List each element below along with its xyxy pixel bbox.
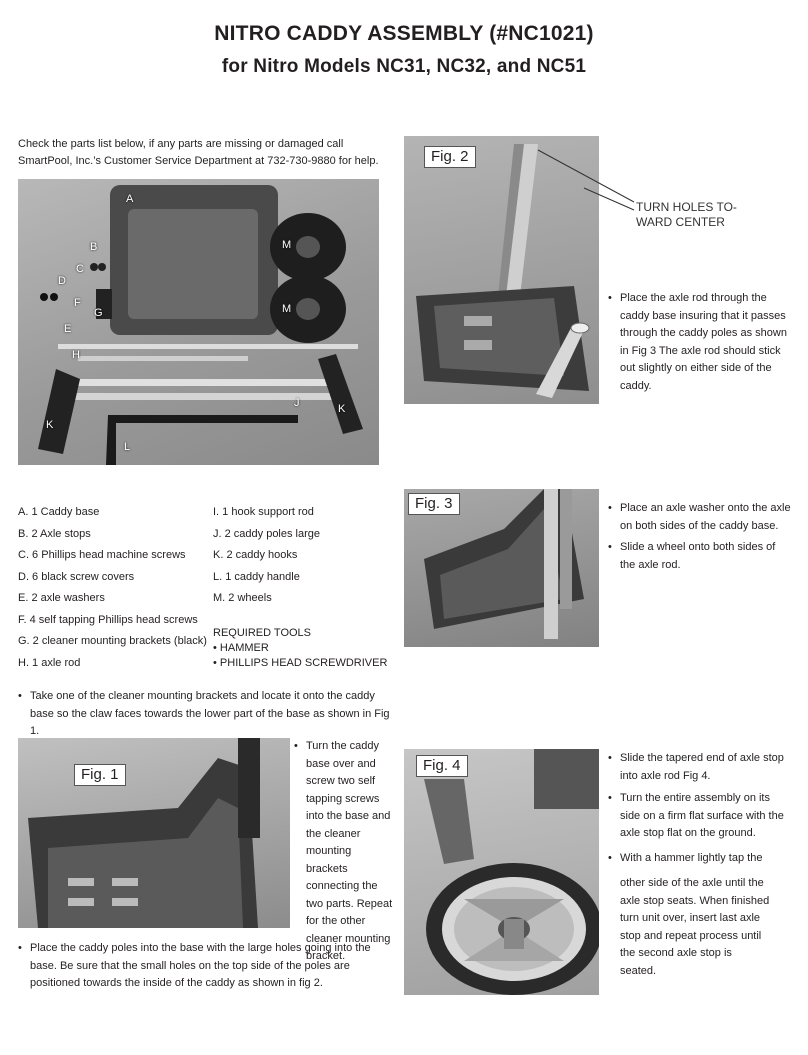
fig2-photo: Fig. 2 bbox=[404, 136, 599, 404]
list-item: E. 2 axle washers bbox=[18, 592, 105, 604]
bullet-dot-icon: • bbox=[608, 852, 612, 864]
parts-label-m-top: M bbox=[282, 239, 292, 251]
fig3-illustration bbox=[424, 489, 584, 639]
fig1-photo: Fig. 1 bbox=[18, 738, 290, 928]
bullet-dot-icon: • bbox=[18, 690, 22, 702]
required-tools-title: REQUIRED TOOLS bbox=[213, 627, 312, 639]
parts-label-h: H bbox=[72, 349, 80, 361]
page-title: NITRO CADDY ASSEMBLY (#NC1021) bbox=[214, 22, 594, 45]
fig2-label: Fig. 2 bbox=[424, 146, 476, 168]
callout-line: TURN HOLES TO- bbox=[636, 200, 737, 214]
list-item: • HAMMER bbox=[213, 642, 269, 654]
required-tools-list: • HAMMER • PHILLIPS HEAD SCREWDRIVER bbox=[213, 641, 387, 671]
bullet-dot-icon: • bbox=[608, 292, 612, 304]
parts-photo-illustration bbox=[38, 185, 363, 465]
step-text: Turn the caddy base over and screw two s… bbox=[306, 740, 393, 962]
parts-label-k-left: K bbox=[46, 419, 54, 431]
fig4-label: Fig. 4 bbox=[416, 755, 468, 777]
fig1-illustration bbox=[28, 738, 260, 928]
step-axle-rod: • Place the axle rod through the caddy b… bbox=[608, 290, 792, 395]
callout-turn-holes: TURN HOLES TO- WARD CENTER bbox=[636, 200, 786, 230]
parts-label-j: J bbox=[294, 397, 300, 409]
step-bracket: • Take one of the cleaner mounting brack… bbox=[18, 688, 390, 741]
list-item: • PHILLIPS HEAD SCREWDRIVER bbox=[213, 657, 388, 669]
list-item: F. 4 self tapping Phillips head screws bbox=[18, 613, 198, 626]
list-item: K. 2 caddy hooks bbox=[213, 549, 298, 561]
parts-label-a: A bbox=[126, 193, 134, 205]
list-item: C. 6 Phillips head machine screws bbox=[18, 549, 186, 561]
parts-label-f: F bbox=[74, 297, 81, 309]
fig3-photo: Fig. 3 bbox=[404, 489, 599, 647]
step-turn-assembly: • Turn the entire assembly on its side o… bbox=[608, 790, 792, 843]
step-text: Place an axle washer onto the axle on bo… bbox=[620, 502, 791, 532]
step-text: Take one of the cleaner mounting bracket… bbox=[30, 690, 390, 737]
fig3-label: Fig. 3 bbox=[408, 493, 460, 515]
bullet-dot-icon: • bbox=[608, 792, 612, 804]
step-washer: • Place an axle washer onto the axle on … bbox=[608, 500, 792, 535]
bullet-dot-icon: • bbox=[608, 502, 612, 514]
list-item: M. 2 wheels bbox=[213, 592, 272, 604]
parts-list-left: A. 1 Caddy base B. 2 Axle stops C. 6 Phi… bbox=[18, 502, 207, 674]
step-text: other side of the axle until the axle st… bbox=[620, 877, 770, 977]
step-text: Slide a wheel onto both sides of the axl… bbox=[620, 541, 776, 571]
callout-leader-lines bbox=[537, 149, 635, 211]
parts-photo: A B C D E F G H J K K L M M bbox=[18, 179, 379, 465]
intro-text: Check the parts list below, if any parts… bbox=[18, 138, 379, 167]
step-text: Place the axle rod through the caddy bas… bbox=[620, 292, 787, 392]
step-axle-stop: • Slide the tapered end of axle stop int… bbox=[608, 750, 792, 785]
list-item: H. 1 axle rod bbox=[18, 656, 81, 669]
required-tools: REQUIRED TOOLS • HAMMER • PHILLIPS HEAD … bbox=[213, 626, 387, 671]
bullet-dot-icon: • bbox=[608, 752, 612, 764]
list-item: L. 1 caddy handle bbox=[213, 570, 300, 583]
list-item: B. 2 Axle stops bbox=[18, 527, 91, 540]
callout-line: WARD CENTER bbox=[636, 215, 725, 229]
step-wheel: • Slide a wheel onto both sides of the a… bbox=[608, 539, 792, 574]
list-item: D. 6 black screw covers bbox=[18, 570, 135, 583]
step-text: Slide the tapered end of axle stop into … bbox=[620, 752, 784, 782]
parts-list-right: I. 1 hook support rod J. 2 caddy poles l… bbox=[213, 502, 320, 610]
step-hammer: • With a hammer lightly tap the bbox=[608, 850, 792, 868]
parts-label-m-bottom: M bbox=[282, 303, 292, 315]
fig4-illustration bbox=[424, 749, 599, 995]
parts-label-d: D bbox=[58, 275, 66, 287]
parts-label-k-right: K bbox=[338, 403, 346, 415]
list-item: J. 2 caddy poles large bbox=[213, 527, 321, 540]
list-item: A. 1 Caddy base bbox=[18, 506, 100, 518]
parts-label-g: G bbox=[94, 307, 103, 319]
bullet-dot-icon: • bbox=[18, 942, 22, 954]
parts-label-e: E bbox=[64, 323, 72, 335]
fig2-illustration bbox=[416, 144, 590, 398]
parts-label-b: B bbox=[90, 241, 98, 253]
list-item: I. 1 hook support rod bbox=[213, 506, 314, 518]
fig4-photo: Fig. 4 bbox=[404, 749, 599, 995]
list-item: G. 2 cleaner mounting brackets (black) bbox=[18, 635, 207, 647]
step-text: Turn the entire assembly on its side on … bbox=[620, 792, 784, 839]
parts-label-l: L bbox=[124, 441, 131, 453]
step-poles: • Place the caddy poles into the base wi… bbox=[18, 940, 398, 993]
step-text: With a hammer lightly tap the bbox=[620, 852, 763, 864]
step-turn-over: • Turn the caddy base over and screw two… bbox=[294, 738, 394, 966]
bullet-dot-icon: • bbox=[294, 740, 298, 752]
page-subtitle: for Nitro Models NC31, NC32, and NC51 bbox=[221, 56, 587, 77]
step-text: Place the caddy poles into the base with… bbox=[30, 942, 371, 989]
bullet-dot-icon: • bbox=[608, 541, 612, 553]
parts-label-c: C bbox=[76, 263, 84, 275]
step-hammer-continued: other side of the axle until the axle st… bbox=[620, 875, 770, 980]
fig1-label: Fig. 1 bbox=[74, 764, 126, 786]
